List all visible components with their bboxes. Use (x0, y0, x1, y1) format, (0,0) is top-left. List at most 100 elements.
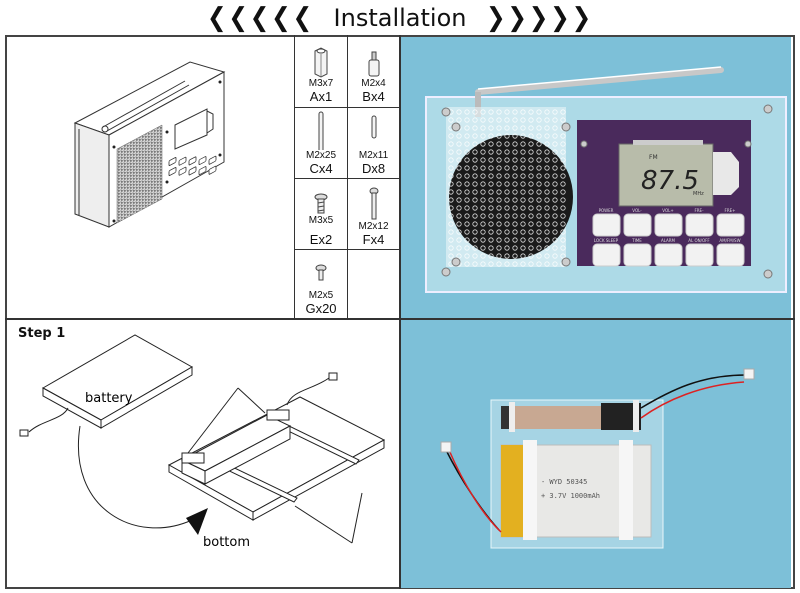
speaker-hole (464, 109, 470, 115)
speaker-hole (552, 165, 558, 171)
speaker-hole (480, 133, 486, 139)
radio-button-fre- (716, 213, 745, 237)
radio-button-label: FRE+ (725, 208, 736, 213)
speaker-hole (520, 181, 526, 187)
speaker-hole (504, 189, 510, 195)
speaker-hole (464, 229, 470, 235)
speaker-hole (536, 109, 542, 115)
speaker-hole (472, 229, 478, 235)
speaker-hole (536, 221, 542, 227)
radio-button-label: TIME (631, 238, 642, 243)
speaker-hole (560, 141, 566, 147)
radio-button-label: POWER (599, 208, 614, 213)
speaker-hole (544, 261, 550, 267)
speaker-hole (544, 149, 550, 155)
speaker-hole (456, 165, 462, 171)
speaker-hole (504, 261, 510, 267)
speaker-hole (512, 205, 518, 211)
speaker-hole (464, 261, 470, 267)
speaker-hole (552, 157, 558, 163)
speaker-hole (528, 133, 534, 139)
speaker-hole (552, 221, 558, 227)
part-b: M2x4 Bx4 (348, 38, 399, 104)
radio-button-label: AL ON/OFF (688, 238, 710, 243)
speaker-hole (528, 173, 534, 179)
speaker-hole (456, 181, 462, 187)
speaker-hole (488, 125, 494, 131)
battery-photo-illustration: - WYD 50345 + 3.7V 1000mAh (440, 368, 755, 549)
speaker-hole (560, 149, 566, 155)
speaker-hole (464, 245, 470, 251)
speaker-hole (448, 149, 454, 155)
radio-button-al-on-off (685, 243, 714, 267)
battery-text-2: + 3.7V 1000mAh (541, 492, 600, 500)
speaker-hole (504, 109, 510, 115)
radio-button-vol- (623, 213, 652, 237)
speaker-hole (560, 117, 566, 123)
speaker-hole (504, 165, 510, 171)
part-a: M3x7 Ax1 (295, 38, 347, 104)
speaker-hole (488, 205, 494, 211)
speaker-hole (552, 229, 558, 235)
speaker-hole (496, 189, 502, 195)
hex-standoff-icon (314, 47, 328, 78)
speaker-hole (480, 205, 486, 211)
speaker-hole (472, 165, 478, 171)
speaker-hole (512, 221, 518, 227)
speaker-hole (464, 157, 470, 163)
speaker-hole (536, 237, 542, 243)
speaker-hole (480, 173, 486, 179)
speaker-hole (552, 109, 558, 115)
speaker-hole (480, 245, 486, 251)
speaker-hole (552, 205, 558, 211)
speaker-hole (512, 141, 518, 147)
speaker-hole (536, 205, 542, 211)
speaker-hole (496, 109, 502, 115)
speaker-hole (480, 165, 486, 171)
speaker-hole (560, 253, 566, 259)
speaker-hole (496, 141, 502, 147)
page-title: Installation (333, 4, 467, 32)
speaker-hole (520, 205, 526, 211)
speaker-hole (536, 117, 542, 123)
speaker-hole (536, 213, 542, 219)
speaker-hole (464, 133, 470, 139)
speaker-hole (456, 237, 462, 243)
speaker-hole (464, 205, 470, 211)
speaker-hole (536, 197, 542, 203)
speaker-hole (448, 213, 454, 219)
speaker-hole (496, 197, 502, 203)
speaker-hole (512, 109, 518, 115)
speaker-hole (448, 117, 454, 123)
speaker-hole (480, 229, 486, 235)
speaker-hole (544, 125, 550, 131)
speaker-hole (544, 109, 550, 115)
speaker-hole (448, 237, 454, 243)
speaker-hole (504, 133, 510, 139)
speaker-hole (472, 109, 478, 115)
speaker-hole (512, 165, 518, 171)
speaker-hole (464, 173, 470, 179)
speaker-hole (488, 229, 494, 235)
speaker-hole (504, 141, 510, 147)
speaker-hole (528, 181, 534, 187)
speaker-hole (464, 125, 470, 131)
speaker-hole (496, 221, 502, 227)
speaker-hole (520, 149, 526, 155)
speaker-hole (448, 253, 454, 259)
speaker-hole (520, 133, 526, 139)
speaker-hole (544, 133, 550, 139)
speaker-hole (456, 253, 462, 259)
speaker-hole (504, 229, 510, 235)
battery-text-1: - WYD 50345 (541, 478, 587, 486)
speaker-hole (448, 197, 454, 203)
speaker-hole (456, 157, 462, 163)
speaker-hole (520, 125, 526, 131)
speaker-hole (480, 213, 486, 219)
speaker-hole (512, 197, 518, 203)
center-divider (399, 35, 401, 589)
speaker-hole (480, 189, 486, 195)
speaker-hole (488, 173, 494, 179)
speaker-hole (472, 197, 478, 203)
